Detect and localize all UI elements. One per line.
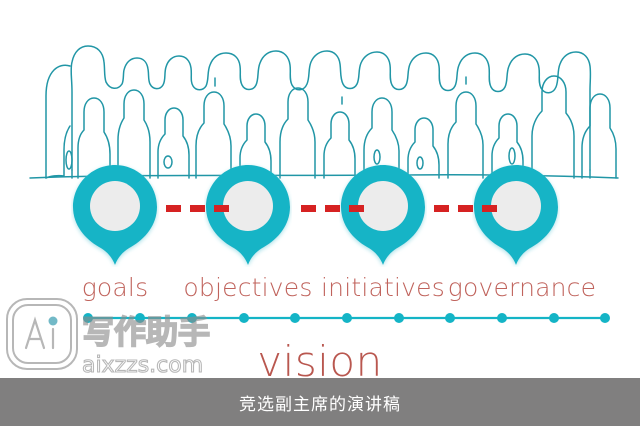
pin-marker-objectives (204, 163, 292, 267)
label-objectives: objectives (183, 273, 313, 302)
dash-segment (325, 205, 340, 212)
dash-segment (214, 205, 229, 212)
dash-segment (166, 205, 181, 212)
connector-dashes-1 (166, 205, 229, 212)
label-initiatives: initiatives (321, 273, 445, 302)
caption-text: 竞选副主席的演讲稿 (239, 394, 401, 415)
watermark: 写作助手 aixzzs.com (4, 296, 234, 382)
dash-segment (482, 205, 497, 212)
dash-segment (458, 205, 473, 212)
timeline-dotted-line (83, 313, 610, 323)
pin-marker-goals (71, 163, 159, 267)
crowd-of-people-icon (29, 45, 619, 179)
caption-bar: 竞选副主席的演讲稿 (0, 378, 640, 426)
vision-word: vision (257, 337, 383, 386)
dash-segment (301, 205, 316, 212)
dash-segment (190, 205, 205, 212)
connector-dashes-2 (301, 205, 364, 212)
watermark-brand-text: 写作助手 (82, 313, 210, 351)
watermark-domain-text: aixzzs.com (82, 353, 203, 378)
dash-segment (349, 205, 364, 212)
label-governance: governance (447, 273, 597, 302)
connector-dashes-3 (434, 205, 497, 212)
pin-marker-governance (472, 163, 560, 267)
dash-segment (434, 205, 449, 212)
pin-marker-initiatives (339, 163, 427, 267)
label-goals: goals (81, 273, 149, 302)
